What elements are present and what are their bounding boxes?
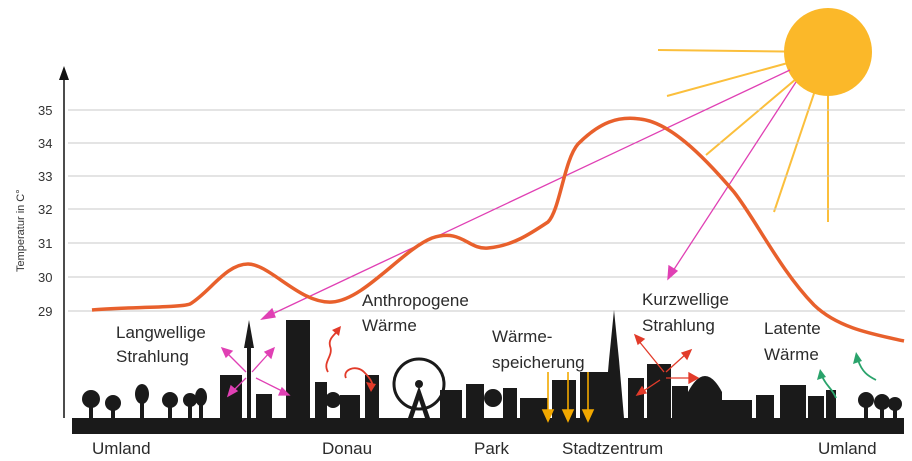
y-tick-30: 30 (38, 270, 52, 285)
location-umland-left: Umland (92, 439, 151, 458)
temperature-curve (91, 116, 905, 343)
label-langwellige-strahlung-1: Langwellige (116, 323, 206, 342)
y-tick-34: 34 (38, 136, 52, 151)
label-anthropogene-waerme-2: Wärme (362, 316, 417, 335)
longwave-radiation-arrows (220, 346, 291, 398)
y-tick-29: 29 (38, 304, 52, 319)
y-tick-32: 32 (38, 202, 52, 217)
shortwave-radiation-arrows (633, 333, 700, 396)
y-tick-labels: 35 34 33 32 31 30 29 (38, 103, 52, 319)
latent-arrowheads (817, 352, 862, 380)
y-axis-arrow-icon (59, 66, 69, 80)
label-waermespeicherung-2: speicherung (492, 353, 585, 372)
y-axis-label: Temperatur in C° (15, 189, 27, 272)
sun-icon (784, 8, 872, 96)
label-kurzwellige-strahlung-2: Strahlung (642, 316, 715, 335)
location-donau: Donau (322, 439, 372, 458)
radiation-lines (260, 69, 797, 320)
y-tick-35: 35 (38, 103, 52, 118)
latent-heat-arrows (821, 359, 877, 399)
heat-storage-arrows (541, 372, 595, 423)
gridlines (68, 109, 905, 312)
label-waermespeicherung-1: Wärme- (492, 327, 552, 346)
label-kurzwellige-strahlung-1: Kurzwellige (642, 290, 729, 309)
label-langwellige-strahlung-2: Strahlung (116, 347, 189, 366)
location-park: Park (474, 439, 509, 458)
y-tick-31: 31 (38, 236, 52, 251)
label-anthropogene-waerme-1: Anthropogene (362, 291, 469, 310)
location-stadtzentrum: Stadtzentrum (562, 439, 663, 458)
label-latente-waerme-2: Wärme (764, 345, 819, 364)
y-tick-33: 33 (38, 169, 52, 184)
city-skyline (72, 310, 904, 434)
location-umland-right: Umland (818, 439, 877, 458)
anthropogenic-arrowheads (332, 326, 376, 392)
label-latente-waerme-1: Latente (764, 319, 821, 338)
